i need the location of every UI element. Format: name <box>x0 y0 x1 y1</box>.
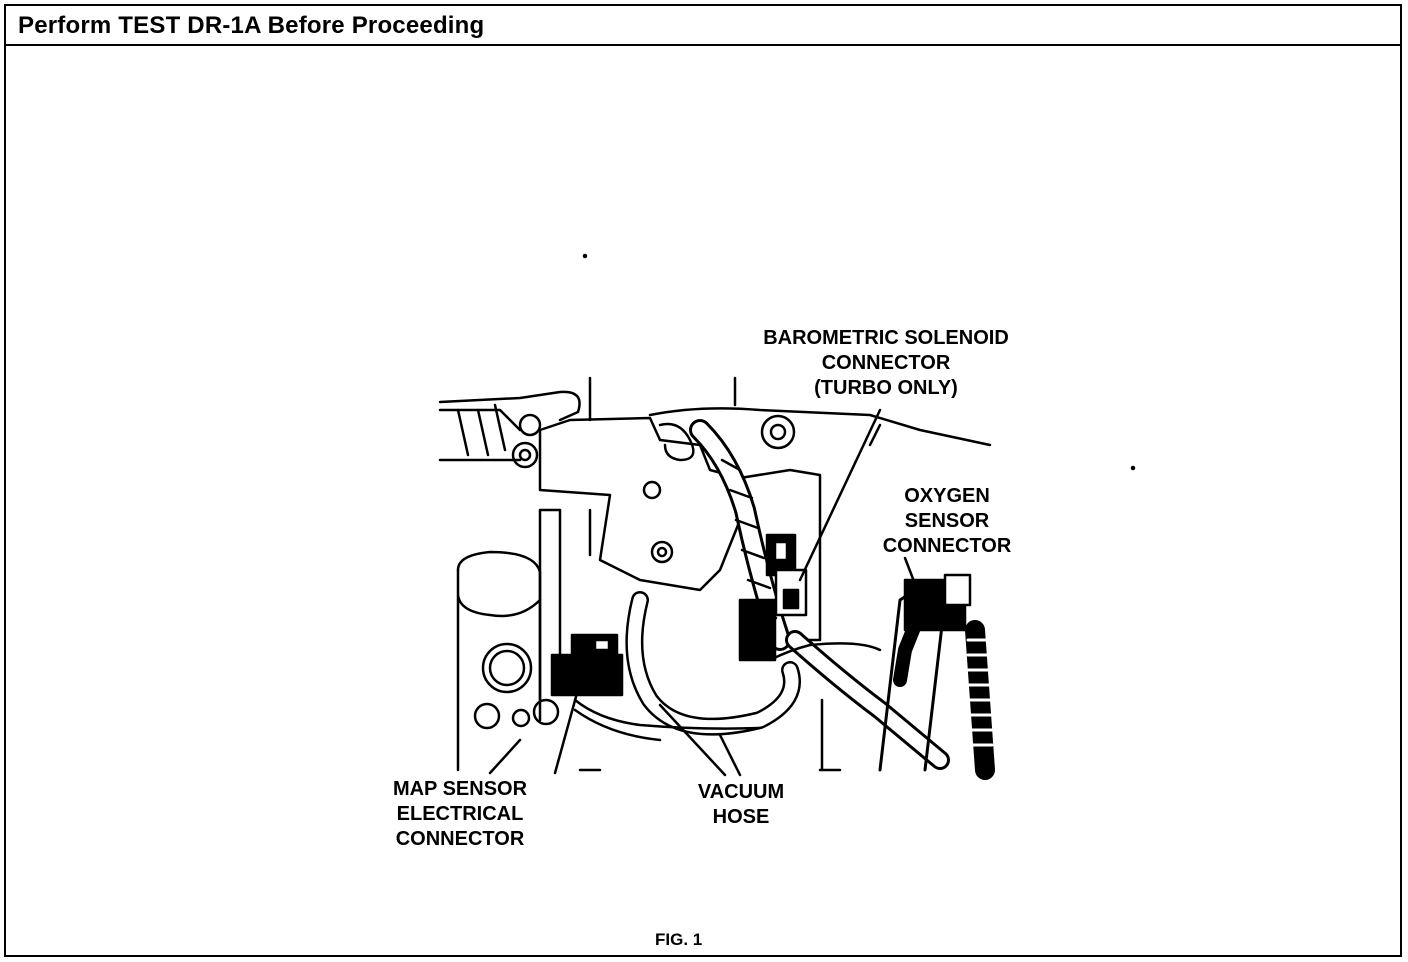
map-leader-2 <box>553 673 584 775</box>
upper-bolt <box>760 414 796 450</box>
figure-caption: FIG. 1 <box>655 930 703 949</box>
page-frame: Perform TEST DR-1A Before Proceeding <box>4 4 1402 957</box>
map-bracket <box>538 416 822 642</box>
page-title: Perform TEST DR-1A Before Proceeding <box>18 12 485 39</box>
map-sensor-label: MAP SENSOR ELECTRICAL CONNECTOR <box>392 778 528 850</box>
upper-clamp <box>456 403 507 457</box>
oxygen-label: OXYGEN SENSOR CONNECTOR <box>882 485 1012 557</box>
oxygen-leader <box>903 556 927 612</box>
bracket-bolt-upper <box>642 480 662 500</box>
oxygen-connector <box>878 573 972 772</box>
bracket-bolt-lower <box>650 540 674 564</box>
vacuum-hose-label: VACUUM HOSE <box>697 781 785 828</box>
barometric-leader <box>798 408 882 582</box>
barometric-label: BAROMETRIC SOLENOID CONNECTOR (TURBO ONL… <box>763 327 1009 399</box>
map-leader-1 <box>488 738 522 775</box>
vacuum-leader-2 <box>718 733 742 777</box>
upper-fitting <box>518 413 542 437</box>
barometric-connector <box>738 533 808 662</box>
header-bar: Perform TEST DR-1A Before Proceeding <box>6 6 1400 46</box>
map-connector <box>550 633 624 697</box>
vacuum-leader-1 <box>658 703 727 777</box>
upper-hose <box>438 390 581 422</box>
left-cylinder <box>456 550 542 722</box>
